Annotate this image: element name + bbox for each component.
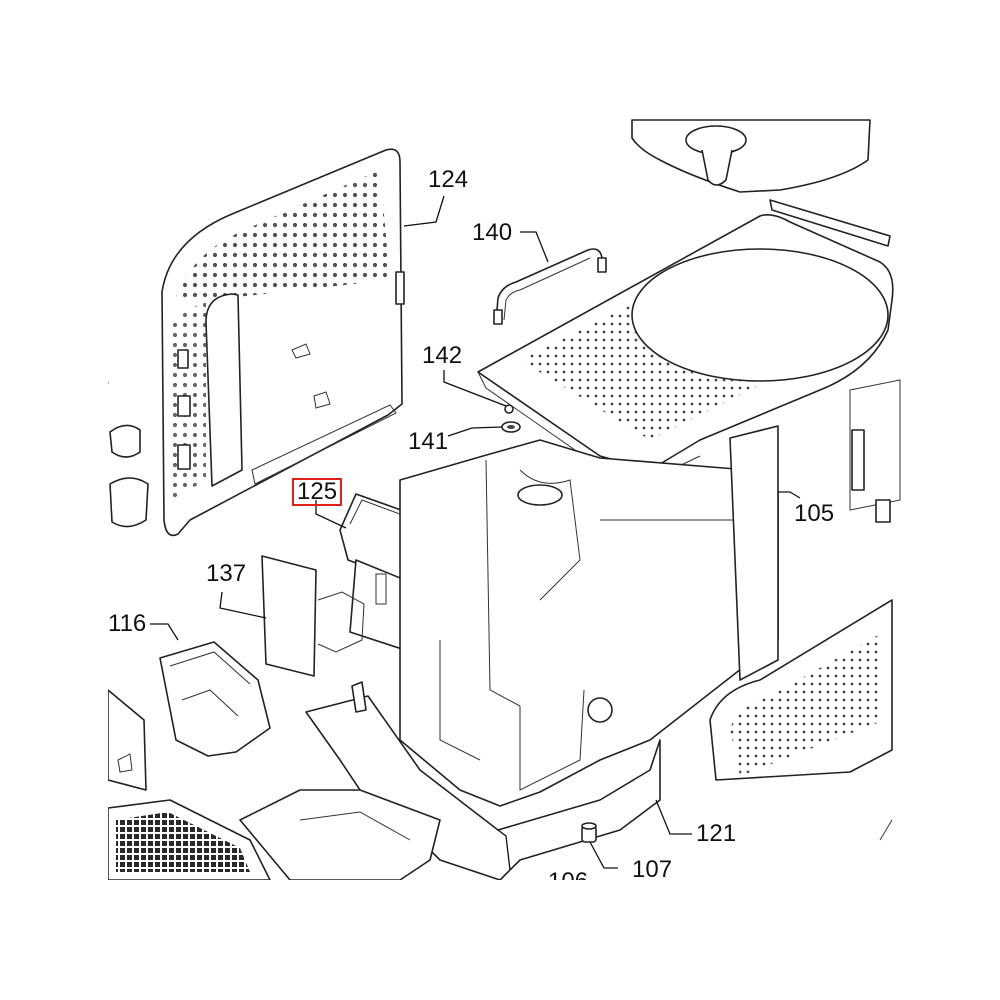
spacer-107 [581,822,597,843]
top-cover [477,214,894,481]
part-141-washer [501,421,521,433]
callout-125: 125 [292,478,343,506]
callout-142: 142 [422,342,463,369]
part-142-ring [504,404,514,414]
callout-8: 8 [96,366,110,393]
strip-137 [261,555,365,677]
side-panel-124 [161,148,405,537]
container-116 [159,641,271,757]
callout-137: 137 [206,560,247,587]
callout-105: 105 [794,500,835,527]
main-frame [399,439,779,807]
right-panel [709,599,893,841]
handle-140 [493,248,607,325]
callout-8-visible: 8 [96,366,110,393]
callout-107: 107 [632,856,673,883]
cylinder-parts [109,424,149,528]
bottom-crop [0,880,1000,1000]
callout-140: 140 [472,219,513,246]
callout-141: 141 [408,428,449,455]
callout-124: 124 [428,166,469,193]
back-panel-105 [729,379,901,681]
left-lower-parts [107,689,441,881]
funnel-assembly [631,119,891,247]
callout-116: 116 [108,610,147,637]
callout-121: 121 [696,820,737,847]
leader-lines [150,195,801,871]
